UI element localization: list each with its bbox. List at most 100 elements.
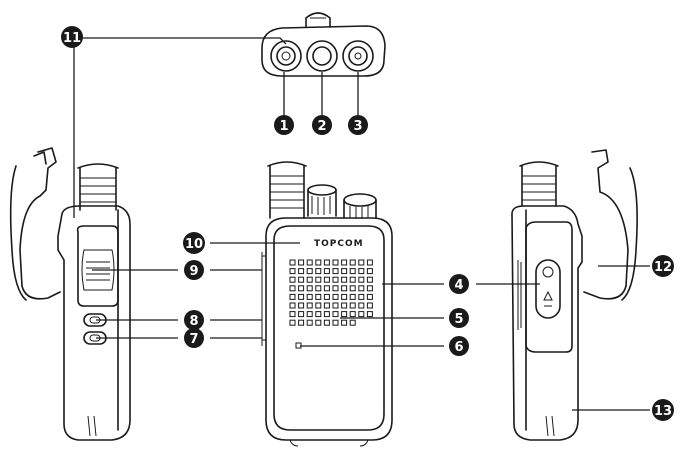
svg-text:6: 6 xyxy=(454,340,463,355)
svg-text:7: 7 xyxy=(189,332,198,347)
grille-hole xyxy=(298,311,305,318)
antenna-port xyxy=(270,40,302,72)
grille-hole xyxy=(332,293,339,300)
grille-hole xyxy=(349,319,356,326)
grille-hole xyxy=(341,319,348,326)
grille-hole xyxy=(289,319,296,326)
grille-hole xyxy=(358,259,365,266)
grille-hole xyxy=(306,319,313,326)
svg-text:8: 8 xyxy=(189,314,198,329)
volume-knob xyxy=(343,193,377,219)
grille-hole xyxy=(349,285,356,292)
svg-text:12: 12 xyxy=(654,260,672,275)
grille-hole xyxy=(349,276,356,283)
grille-hole xyxy=(289,293,296,300)
callout-6: 6 xyxy=(449,336,469,356)
grille-hole xyxy=(366,311,373,318)
grille-hole xyxy=(358,285,365,292)
grille-hole xyxy=(289,302,296,309)
svg-text:13: 13 xyxy=(654,404,672,419)
grille-hole xyxy=(298,302,305,309)
grille-hole xyxy=(306,276,313,283)
grille-hole xyxy=(349,259,356,266)
grille-hole xyxy=(315,311,322,318)
grille-hole xyxy=(366,259,373,266)
grille-hole xyxy=(323,302,330,309)
grille-hole xyxy=(366,293,373,300)
grille-hole xyxy=(323,268,330,275)
callout-13: 13 xyxy=(652,399,674,421)
callout-8: 8 xyxy=(184,310,204,330)
grille-hole xyxy=(341,259,348,266)
grille-hole xyxy=(315,268,322,275)
grille-hole xyxy=(306,293,313,300)
grille-hole xyxy=(341,293,348,300)
grille-hole xyxy=(306,311,313,318)
callout-11: 11 xyxy=(61,26,83,48)
grille-hole xyxy=(289,285,296,292)
grille-hole xyxy=(332,319,339,326)
callout-12: 12 xyxy=(652,255,674,277)
grille-hole xyxy=(332,268,339,275)
channel-knob-top xyxy=(306,40,338,72)
grille-hole xyxy=(323,293,330,300)
grille-hole xyxy=(315,285,322,292)
speaker-grille xyxy=(289,259,373,326)
grille-hole xyxy=(289,276,296,283)
grille-hole xyxy=(323,259,330,266)
grille-hole xyxy=(298,276,305,283)
grille-hole xyxy=(323,319,330,326)
svg-text:11: 11 xyxy=(63,31,81,46)
grille-hole xyxy=(306,285,313,292)
grille-hole xyxy=(366,285,373,292)
left-side-view xyxy=(9,147,131,441)
callout-3: 3 xyxy=(348,115,368,135)
svg-text:10: 10 xyxy=(185,237,203,252)
grille-hole xyxy=(358,302,365,309)
grille-hole xyxy=(289,311,296,318)
grille-hole xyxy=(298,319,305,326)
svg-text:3: 3 xyxy=(353,119,362,134)
grille-hole xyxy=(366,268,373,275)
grille-hole xyxy=(349,311,356,318)
grille-hole xyxy=(298,259,305,266)
callout-2: 2 xyxy=(312,115,332,135)
callout-10: 10 xyxy=(183,232,205,254)
battery-latch xyxy=(535,259,561,319)
channel-knob xyxy=(307,184,337,217)
grille-hole xyxy=(306,268,313,275)
grille-hole xyxy=(315,259,322,266)
grille-hole xyxy=(332,259,339,266)
grille-hole xyxy=(349,302,356,309)
front-view: TOPCOM xyxy=(261,161,393,447)
grille-hole xyxy=(341,311,348,318)
grille-hole xyxy=(358,311,365,318)
grille-hole xyxy=(332,285,339,292)
grille-hole xyxy=(289,268,296,275)
grille-hole xyxy=(289,259,296,266)
grille-hole xyxy=(349,293,356,300)
grille-hole xyxy=(315,293,322,300)
callout-9: 9 xyxy=(184,260,204,280)
grille-hole xyxy=(358,276,365,283)
top-view xyxy=(261,12,386,77)
svg-text:1: 1 xyxy=(279,119,288,134)
grille-hole xyxy=(358,268,365,275)
svg-text:2: 2 xyxy=(317,119,326,134)
grille-hole xyxy=(341,276,348,283)
svg-text:5: 5 xyxy=(454,312,463,327)
grille-hole xyxy=(315,302,322,309)
grille-hole xyxy=(323,311,330,318)
grille-hole xyxy=(332,276,339,283)
grille-hole xyxy=(332,302,339,309)
leader-lines xyxy=(73,37,650,411)
grille-hole xyxy=(306,259,313,266)
svg-text:9: 9 xyxy=(189,264,198,279)
volume-knob-top xyxy=(342,40,374,72)
grille-hole xyxy=(306,302,313,309)
right-side-view xyxy=(511,149,638,441)
grille-hole xyxy=(323,285,330,292)
grille-hole xyxy=(298,268,305,275)
grille-hole xyxy=(323,276,330,283)
